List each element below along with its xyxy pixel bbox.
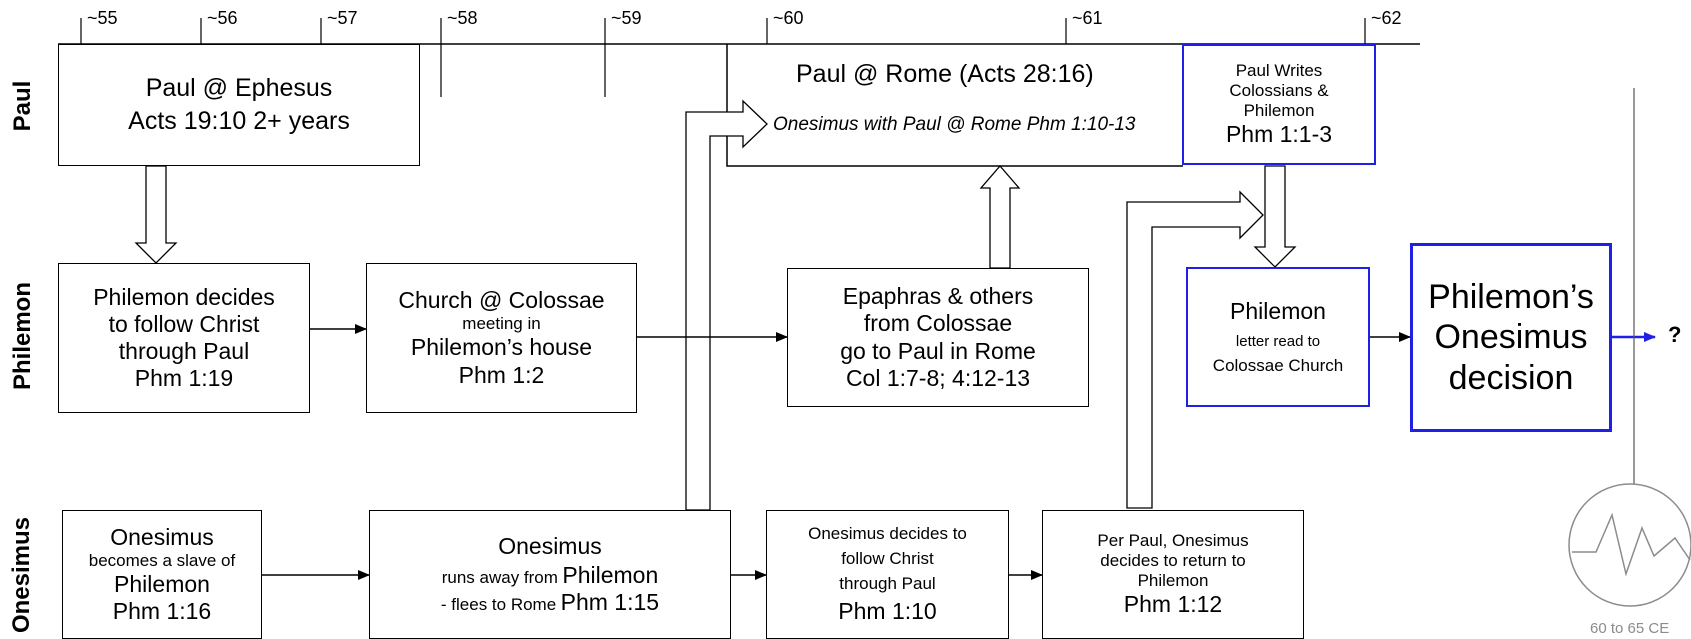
- paul-ephesus-title: Paul @ Ephesus: [145, 73, 333, 102]
- philemon-decides-ref: Phm 1:19: [134, 365, 234, 392]
- onesimus-runs-box: Onesimus runs away from Philemon - flees…: [369, 510, 731, 639]
- follows-line1: Onesimus decides to: [808, 523, 967, 543]
- epaphras-box: Epaphras & others from Colossae go to Pa…: [787, 268, 1089, 407]
- epaphras-ref: Col 1:7-8; 4:12-13: [845, 364, 1031, 391]
- philemon-decides-line3: through Paul: [118, 338, 250, 364]
- runs-line2: runs away from Philemon: [442, 562, 659, 589]
- onesimus-returns-box: Per Paul, Onesimus decides to return to …: [1042, 510, 1304, 639]
- decision-line1: Philemon’s: [1428, 278, 1594, 317]
- paul-writes-line1: Paul Writes: [1235, 60, 1323, 80]
- timeline-tick-label: ~57: [327, 8, 358, 28]
- slave-line1: Onesimus: [110, 523, 214, 550]
- slave-ref: Phm 1:16: [112, 598, 212, 625]
- church-line1: Church @ Colossae: [398, 287, 605, 314]
- returns-line1: Per Paul, Onesimus: [1097, 530, 1249, 550]
- philemon-decides-box: Philemon decides to follow Christ throug…: [58, 263, 310, 413]
- letter-line2: letter read to: [1235, 332, 1321, 350]
- runs-line1: Onesimus: [498, 532, 602, 559]
- timeline-tick-label: ~56: [207, 8, 238, 28]
- timeline-tick-label: ~55: [87, 8, 118, 28]
- unknown-outcome-mark: ?: [1668, 322, 1682, 347]
- rome-bracket: [726, 44, 1183, 167]
- follows-ref: Phm 1:10: [838, 598, 937, 624]
- heartbeat-icon: [1568, 483, 1691, 607]
- paul-ephesus-box: Paul @ Ephesus Acts 19:10 2+ years: [58, 44, 420, 166]
- onesimus-slave-box: Onesimus becomes a slave of Philemon Phm…: [62, 510, 262, 639]
- timeline-tick-label: ~62: [1371, 8, 1402, 28]
- church-line3: Philemon’s house: [410, 334, 593, 361]
- paul-writes-line3: Philemon: [1243, 100, 1315, 120]
- hollow-arrow-return: [1126, 190, 1264, 509]
- letter-line1: Philemon: [1230, 297, 1326, 324]
- onesimus-decision-box: Philemon’s Onesimus decision: [1410, 243, 1612, 432]
- hollow-arrow-runaway: [685, 99, 768, 511]
- paul-writes-line2: Colossians &: [1229, 80, 1329, 100]
- timeline-tick-label: ~60: [773, 8, 804, 28]
- hollow-arrow-up: [979, 165, 1021, 269]
- follows-line3: through Paul: [839, 573, 936, 593]
- follows-line2: follow Christ: [841, 548, 934, 568]
- returns-line3: Philemon: [1137, 570, 1209, 590]
- paul-writes-ref: Phm 1:1-3: [1225, 121, 1333, 147]
- runs-line3: - flees to Rome Phm 1:15: [441, 589, 659, 616]
- church-line2: meeting in: [462, 314, 541, 334]
- runs-line2a: runs away from: [441, 567, 558, 587]
- paul-rome-title: Paul @ Rome (Acts 28:16): [796, 60, 1094, 88]
- era-label: 60 to 65 CE: [1590, 620, 1670, 637]
- onesimus-follows-box: Onesimus decides to follow Christ throug…: [766, 510, 1009, 639]
- decision-line3: decision: [1448, 358, 1574, 397]
- slave-line3: Philemon: [114, 570, 210, 597]
- slave-line2: becomes a slave of: [88, 550, 236, 570]
- timeline-tick-label: ~61: [1072, 8, 1103, 28]
- paul-ephesus-ref: Acts 19:10 2+ years: [128, 107, 350, 135]
- lane-label-paul: Paul: [9, 80, 36, 132]
- returns-line2: decides to return to: [1100, 550, 1246, 570]
- church-colossae-box: Church @ Colossae meeting in Philemon’s …: [366, 263, 637, 413]
- letter-line3: Colossae Church: [1212, 356, 1344, 376]
- hollow-arrow-down-1: [134, 165, 178, 264]
- philemon-decides-line2: to follow Christ: [108, 310, 260, 337]
- lane-label-onesimus: Onesimus: [8, 516, 35, 634]
- runs-line3b: Phm 1:15: [560, 589, 660, 616]
- epaphras-line3: go to Paul in Rome: [840, 337, 1036, 364]
- paul-rome-note: Onesimus with Paul @ Rome Phm 1:10-13: [773, 114, 1136, 135]
- epaphras-line1: Epaphras & others: [842, 283, 1034, 310]
- philemon-decides-line1: Philemon decides: [93, 283, 275, 310]
- runs-line3a: - flees to Rome: [440, 595, 557, 615]
- paul-writes-box: Paul Writes Colossians & Philemon Phm 1:…: [1182, 44, 1376, 165]
- timeline-tick-label: ~59: [611, 8, 642, 28]
- lane-label-philemon: Philemon: [9, 282, 36, 391]
- hollow-arrow-down-2: [1253, 165, 1297, 268]
- church-ref: Phm 1:2: [458, 361, 545, 388]
- philemon-letter-box: Philemon letter read to Colossae Church: [1186, 267, 1370, 407]
- returns-ref: Phm 1:12: [1123, 591, 1223, 617]
- runs-line2b: Philemon: [562, 561, 659, 588]
- timeline-tick-label: ~58: [447, 8, 478, 28]
- decision-line2: Onesimus: [1434, 318, 1588, 357]
- epaphras-line2: from Colossae: [863, 310, 1013, 337]
